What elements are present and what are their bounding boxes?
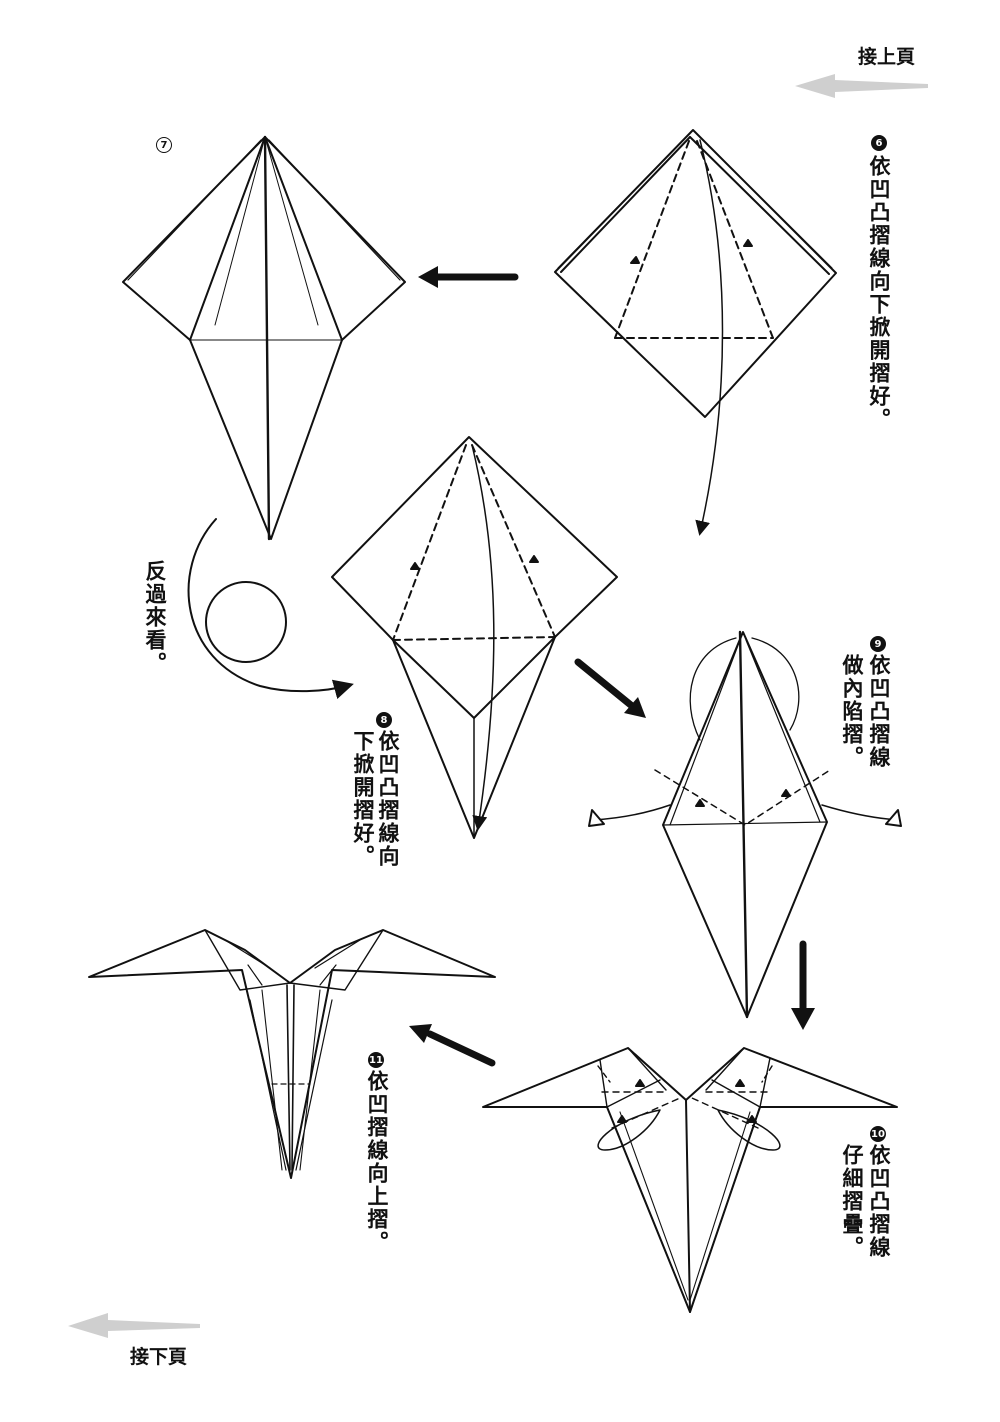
step8-number: 8 [376, 712, 392, 728]
next-page-label[interactable]: 接下頁 [130, 1346, 188, 1368]
step11-figure [88, 929, 496, 1179]
prev-page-arrow-icon[interactable] [795, 74, 928, 98]
step8-instruction: 依凹凸摺線向下掀開摺好。 [351, 730, 400, 868]
step10-figure [482, 1047, 898, 1313]
step6-number: 6 [871, 135, 887, 151]
step11-instruction: 依凹摺線向上摺。 [365, 1070, 389, 1254]
step10-instruction-a: 依凹凸摺線 [867, 1144, 891, 1259]
step9-instruction-a: 依凹凸摺線 [867, 654, 891, 769]
step9-figure [588, 630, 902, 1019]
step9-instruction-b: 做內陷摺。 [840, 654, 864, 769]
step11-number: 11 [368, 1052, 384, 1068]
prev-page-label[interactable]: 接上頁 [858, 46, 916, 68]
step10-instruction-b: 仔細摺疊。 [840, 1144, 864, 1259]
flip-over-arrow-icon [187, 518, 354, 699]
step9-number: 9 [870, 636, 886, 652]
step7-number: 7 [156, 137, 172, 153]
step8-figure [331, 436, 618, 839]
step7-figure [122, 135, 406, 541]
step6-instruction: 依凹凸摺線向下掀開摺好。 [867, 155, 891, 431]
next-page-arrow-icon[interactable] [68, 1313, 200, 1338]
flip-instruction: 反過來看。 [143, 560, 167, 675]
step10-number: 10 [870, 1126, 886, 1142]
step6-figure [554, 129, 837, 536]
